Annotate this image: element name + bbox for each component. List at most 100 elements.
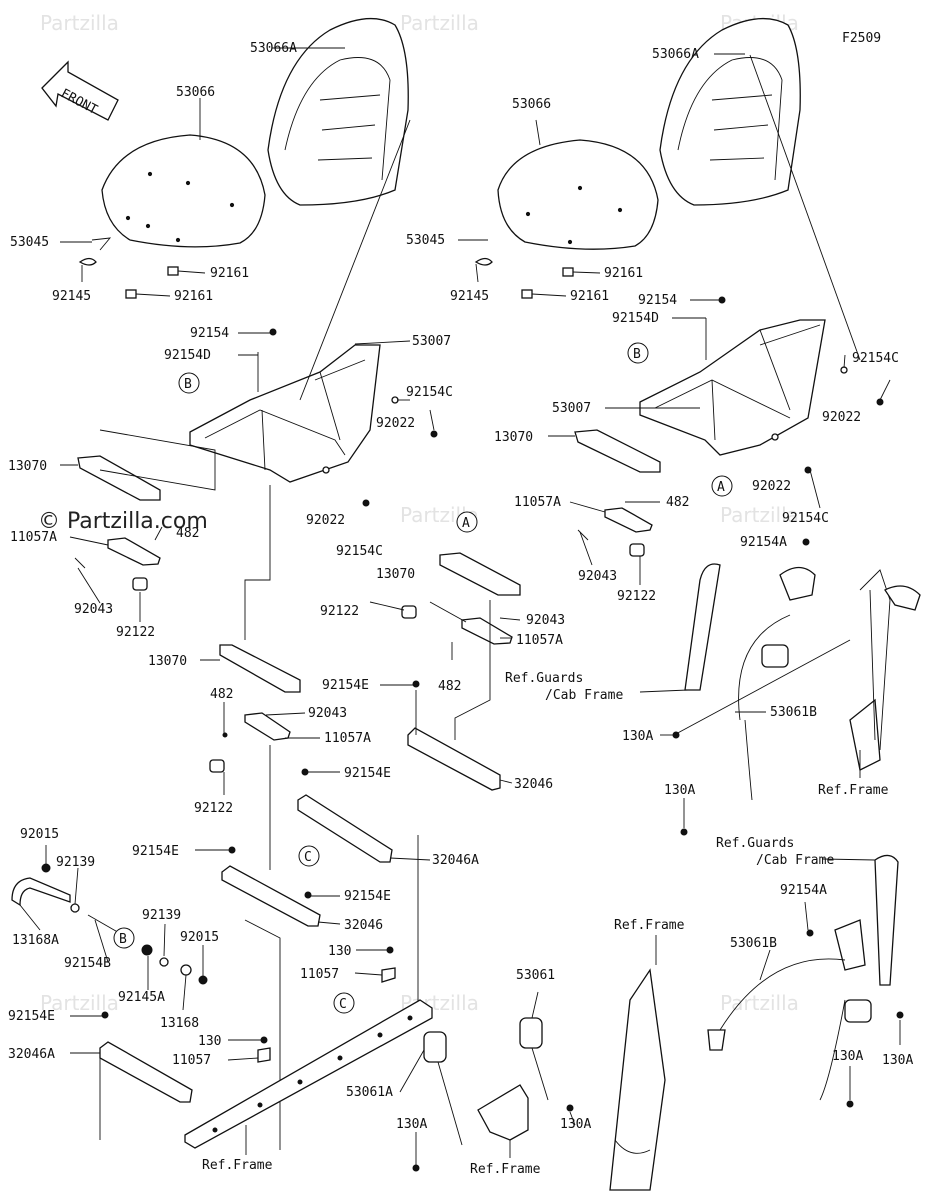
part-label: 32046A	[432, 853, 479, 868]
part-label: 53045	[406, 233, 445, 248]
part-label: 92122	[116, 625, 155, 640]
seatbelt-upper-right	[639, 563, 921, 836]
part-label: 92043	[74, 602, 113, 617]
part-label: 11057A	[10, 530, 57, 545]
part-label: 53007	[552, 401, 591, 416]
buckle-assembly	[399, 991, 576, 1172]
part-label: 92145	[450, 289, 489, 304]
part-label: 32046	[344, 918, 383, 933]
part-label: 92022	[376, 416, 415, 431]
ref-b-label: B	[184, 377, 192, 392]
ref-circle-b	[178, 372, 200, 394]
part-label: 130A	[396, 1117, 427, 1132]
watermark-text: Partzilla	[40, 991, 119, 1015]
part-label: 92154A	[740, 535, 787, 550]
bracket-13070-shape	[77, 455, 161, 501]
part-label: 92161	[210, 266, 249, 281]
lever-assembly: B	[11, 845, 208, 1011]
part-label: Ref.Frame	[818, 783, 889, 798]
part-label: 92161	[174, 289, 213, 304]
watermark-text: Partzilla	[40, 11, 119, 35]
part-label: 92154E	[8, 1009, 55, 1024]
part-label: 92139	[142, 908, 181, 923]
part-label: 53066	[512, 97, 551, 112]
part-label: 92145A	[118, 990, 165, 1005]
middle-rails: A C	[297, 511, 521, 1010]
part-label: 53061	[516, 968, 555, 983]
part-label: 92154C	[336, 544, 383, 559]
part-label: 130	[328, 944, 351, 959]
part-label: Ref.Frame	[614, 918, 685, 933]
svg-text:A: A	[717, 480, 725, 495]
part-label: 92154D	[612, 311, 659, 326]
part-label: 11057A	[516, 633, 563, 648]
seat-frame-shape	[189, 344, 381, 483]
part-label: 130A	[882, 1053, 913, 1068]
part-label: /Cab Frame	[756, 853, 834, 868]
part-label: 92122	[320, 604, 359, 619]
part-labels: 53066A 53066 53045 92145 92161 92161 921…	[8, 41, 913, 1177]
part-label: 92043	[526, 613, 565, 628]
part-label: 92154	[190, 326, 229, 341]
bottom-frame-rail: C	[184, 946, 433, 1155]
part-label: 53061B	[730, 936, 777, 951]
part-label: 92154C	[406, 385, 453, 400]
part-label: 92139	[56, 855, 95, 870]
svg-text:B: B	[119, 932, 127, 947]
part-label: 32046A	[8, 1047, 55, 1062]
part-label: 92122	[194, 801, 233, 816]
part-label: 92154C	[782, 511, 829, 526]
part-label: 92161	[604, 266, 643, 281]
part-label: 92154B	[64, 956, 111, 971]
part-label: 92015	[180, 930, 219, 945]
front-arrow-icon: FRONT	[41, 60, 119, 121]
watermark-main: © Partzilla.com	[38, 509, 208, 534]
part-label: 92154E	[322, 678, 369, 693]
part-label: 92043	[308, 706, 347, 721]
part-label: 92043	[578, 569, 617, 584]
left-seat-assembly: B	[60, 17, 438, 640]
part-label: 92015	[20, 827, 59, 842]
watermarks: Partzilla Partzilla Partzilla Partzilla …	[38, 11, 799, 1015]
svg-text:B: B	[633, 347, 641, 362]
part-label: 13168A	[12, 933, 59, 948]
part-label: 482	[210, 687, 233, 702]
part-label: Ref.Frame	[202, 1158, 273, 1173]
seatbelt-lower-right	[609, 854, 904, 1191]
part-label: 13070	[8, 459, 47, 474]
part-label: 92154E	[132, 844, 179, 859]
part-label: 130	[198, 1034, 221, 1049]
part-label: 53045	[10, 235, 49, 250]
part-label: 92154E	[344, 766, 391, 781]
watermark-text: Partzilla	[720, 991, 799, 1015]
part-label: 13070	[148, 654, 187, 669]
part-label: 11057A	[324, 731, 371, 746]
part-label: 92022	[306, 513, 345, 528]
part-label: 92022	[752, 479, 791, 494]
part-label: 482	[438, 679, 461, 694]
part-label: 130A	[832, 1049, 863, 1064]
part-label: Ref.Guards	[505, 671, 583, 686]
part-label: 53066	[176, 85, 215, 100]
part-label: /Cab Frame	[545, 688, 623, 703]
part-label: 53061A	[346, 1085, 393, 1100]
part-label: 13070	[494, 430, 533, 445]
seat-cushion-shape	[101, 134, 266, 248]
buckle-53061-shape	[519, 1017, 543, 1049]
part-label: 92022	[822, 410, 861, 425]
part-label: 130A	[560, 1117, 591, 1132]
part-label: 13070	[376, 567, 415, 582]
part-label: 92154E	[344, 889, 391, 904]
watermark-text: Partzilla	[720, 503, 799, 527]
part-label: Ref.Frame	[470, 1162, 541, 1177]
part-label: 53061B	[770, 705, 817, 720]
part-label: 92154D	[164, 348, 211, 363]
part-label: 130A	[664, 783, 695, 798]
part-label: 92161	[570, 289, 609, 304]
part-label: 92145	[52, 289, 91, 304]
part-label: 130A	[622, 729, 653, 744]
part-label: 11057	[300, 967, 339, 982]
part-label: 13168	[160, 1016, 199, 1031]
part-label: 11057A	[514, 495, 561, 510]
